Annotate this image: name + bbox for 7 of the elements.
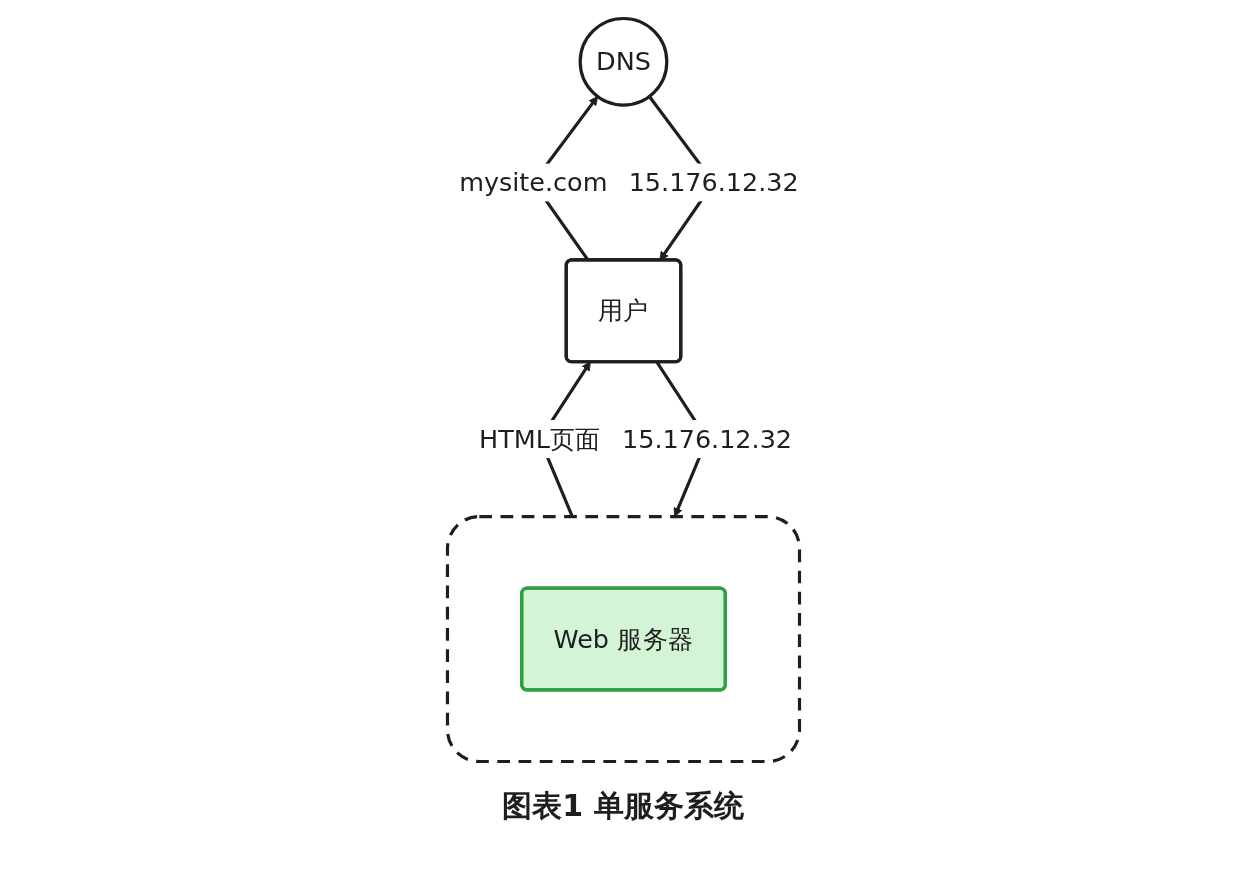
node-circle: DNS xyxy=(578,16,668,107)
edge-label: 15.176.12.32 xyxy=(621,424,792,454)
edge-label: 15.176.12.32 xyxy=(628,167,799,198)
cluster xyxy=(445,514,801,764)
edge-label: mysite.com xyxy=(458,167,607,198)
edge-label: HTML页面 xyxy=(478,424,601,454)
caption: 图表1 单服务系统 xyxy=(502,787,744,825)
